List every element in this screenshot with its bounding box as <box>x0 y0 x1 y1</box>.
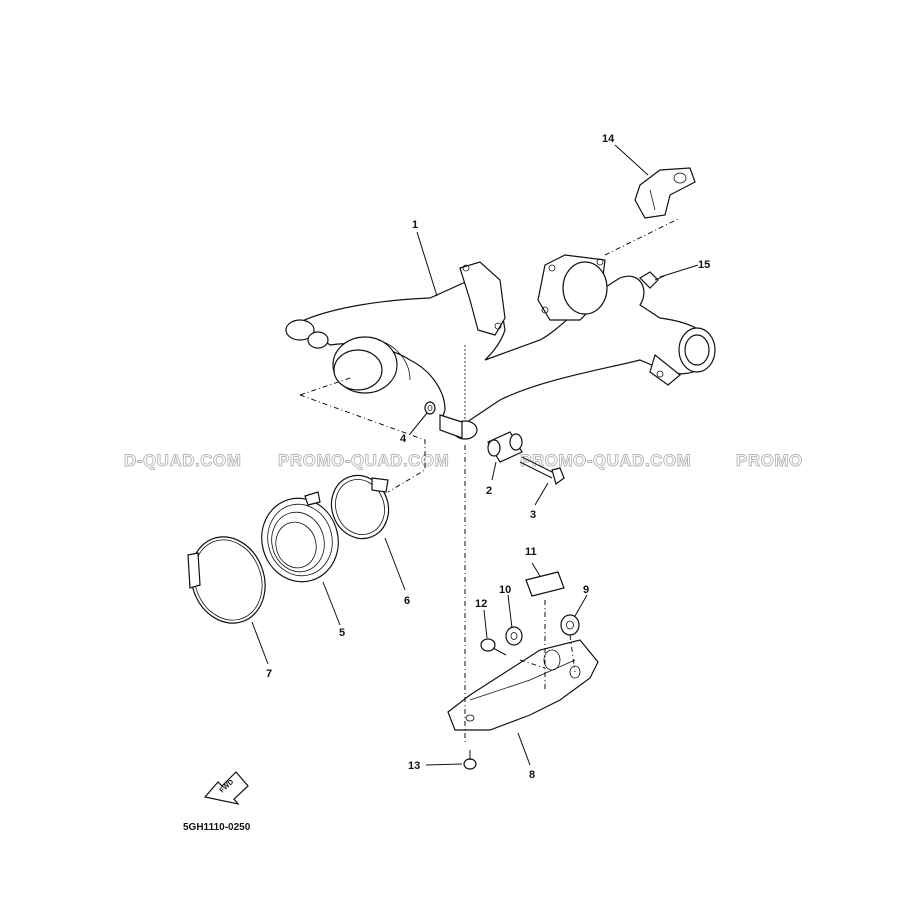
leader-lines <box>251 144 699 766</box>
part-label-13: 13 <box>408 760 420 772</box>
band-clamp-part-6 <box>330 474 390 540</box>
pad-part <box>525 571 565 597</box>
bolt-part-12 <box>480 638 507 656</box>
bolt-part-15 <box>639 271 665 289</box>
collar-part-10 <box>505 626 523 646</box>
drawing-code: 5GH1110-0250 <box>183 822 251 833</box>
watermark-text-2: PROMO-QUAD.COM <box>278 451 449 470</box>
assembly-lines <box>299 217 681 745</box>
watermark-text-1: D-QUAD.COM <box>124 451 241 470</box>
part-label-9: 9 <box>583 584 589 596</box>
guard-plate-part <box>447 639 599 731</box>
part-label-14: 14 <box>602 133 615 145</box>
fwd-arrow-icon: FWD <box>203 771 249 805</box>
part-label-15: 15 <box>698 259 710 271</box>
swingarm-part <box>285 254 716 440</box>
bushing-part <box>487 431 523 463</box>
bolt-part-13 <box>463 750 477 770</box>
bracket-part <box>634 167 696 219</box>
part-label-3: 3 <box>530 509 536 521</box>
bolt-part-3 <box>519 456 565 486</box>
part-label-10: 10 <box>499 584 511 596</box>
part-label-2: 2 <box>486 485 492 497</box>
part-label-12: 12 <box>475 598 487 610</box>
part-label-6: 6 <box>404 595 410 607</box>
part-label-5: 5 <box>339 627 345 639</box>
watermark-text-3: PROMO-QUAD.COM <box>520 451 691 470</box>
part-label-7: 7 <box>266 668 272 680</box>
part-label-1: 1 <box>412 219 418 231</box>
washer-part <box>424 401 436 415</box>
watermark: D-QUAD.COM PROMO-QUAD.COM PROMO-QUAD.COM… <box>124 451 803 471</box>
band-clamp-part-7 <box>187 536 266 624</box>
rubber-boot-part <box>261 491 339 583</box>
part-label-4: 4 <box>400 433 407 445</box>
collar-part-9 <box>560 614 580 636</box>
part-number-labels: 1 2 3 4 5 6 7 8 9 10 11 12 13 14 15 <box>266 133 710 781</box>
part-label-11: 11 <box>525 546 537 558</box>
part-label-8: 8 <box>529 769 535 781</box>
watermark-text-4: PROMO <box>736 451 803 470</box>
